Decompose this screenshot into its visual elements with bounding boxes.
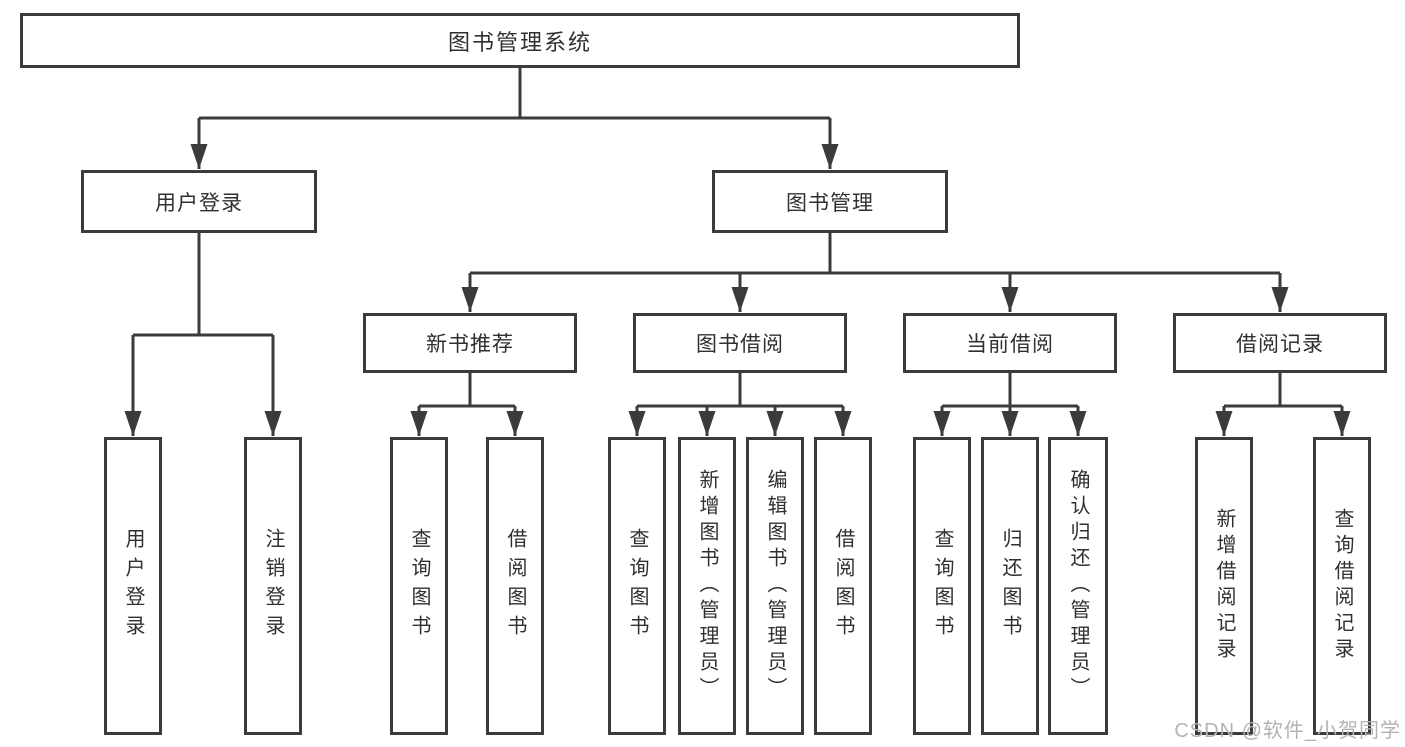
node-leaf-user-login-label: 用户登录 [122, 528, 144, 644]
node-user-login-label: 用户登录 [155, 191, 243, 215]
node-leaf-br-add-record: 新增借阅记录 [1195, 437, 1253, 735]
node-leaf-bb-edit-books-admin-label: 编辑图书（管理员） [764, 469, 786, 703]
node-leaf-user-login: 用户登录 [104, 437, 162, 735]
node-leaf-bb-borrow-books-label: 借阅图书 [832, 528, 854, 644]
node-leaf-cb-query-books: 查询图书 [913, 437, 971, 735]
node-current-borrowing: 当前借阅 [903, 313, 1117, 373]
node-leaf-bb-query-books-label: 查询图书 [626, 528, 648, 644]
node-leaf-br-query-record: 查询借阅记录 [1313, 437, 1371, 735]
node-root-library-system: 图书管理系统 [20, 13, 1020, 68]
node-book-management: 图书管理 [712, 170, 948, 233]
node-new-book-recommend-label: 新书推荐 [426, 333, 514, 356]
node-leaf-cb-confirm-return-admin: 确认归还（管理员） [1048, 437, 1108, 735]
node-leaf-cb-query-books-label: 查询图书 [931, 528, 953, 644]
node-leaf-bb-query-books: 查询图书 [608, 437, 666, 735]
node-book-borrowing-label: 图书借阅 [696, 333, 784, 356]
node-user-login: 用户登录 [81, 170, 317, 233]
node-leaf-cb-confirm-return-admin-label: 确认归还（管理员） [1067, 469, 1089, 703]
node-leaf-br-add-record-label: 新增借阅记录 [1213, 508, 1235, 664]
csdn-watermark: CSDN @软件_小贺同学 [1174, 720, 1401, 742]
node-leaf-bb-edit-books-admin: 编辑图书（管理员） [746, 437, 804, 735]
node-leaf-cb-return-books-label: 归还图书 [999, 528, 1021, 644]
node-leaf-logout-label: 注销登录 [262, 528, 284, 644]
node-leaf-nb-borrow-books-label: 借阅图书 [504, 528, 526, 644]
node-leaf-bb-add-books-admin: 新增图书（管理员） [678, 437, 736, 735]
node-leaf-br-query-record-label: 查询借阅记录 [1331, 508, 1353, 664]
node-leaf-bb-borrow-books: 借阅图书 [814, 437, 872, 735]
node-leaf-nb-query-books: 查询图书 [390, 437, 448, 735]
node-leaf-nb-borrow-books: 借阅图书 [486, 437, 544, 735]
node-book-borrowing: 图书借阅 [633, 313, 847, 373]
node-leaf-cb-return-books: 归还图书 [981, 437, 1039, 735]
node-book-management-label: 图书管理 [786, 191, 874, 215]
node-leaf-logout: 注销登录 [244, 437, 302, 735]
node-leaf-nb-query-books-label: 查询图书 [408, 528, 430, 644]
node-root-label: 图书管理系统 [447, 29, 592, 55]
node-borrowing-records-label: 借阅记录 [1236, 333, 1324, 356]
node-borrowing-records: 借阅记录 [1173, 313, 1387, 373]
node-new-book-recommend: 新书推荐 [363, 313, 577, 373]
node-current-borrowing-label: 当前借阅 [966, 333, 1054, 356]
node-leaf-bb-add-books-admin-label: 新增图书（管理员） [696, 469, 718, 703]
